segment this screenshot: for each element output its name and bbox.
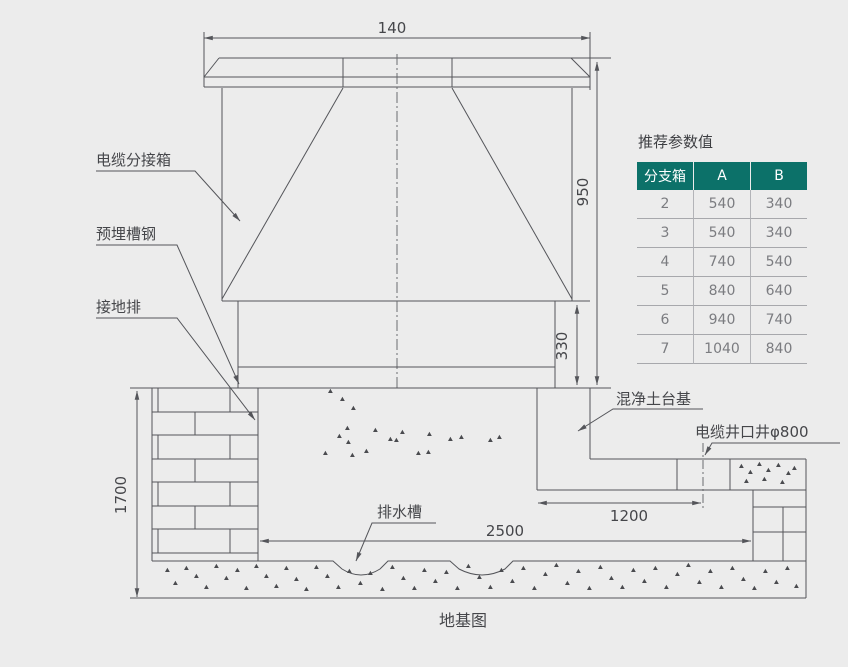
table-cell: 540 (693, 190, 750, 219)
table-cell: 6 (637, 306, 693, 335)
table-cell: 340 (750, 190, 807, 219)
gravel-scatter-texture (165, 461, 799, 591)
table-cell: 340 (750, 219, 807, 248)
table-cell: 5 (637, 277, 693, 306)
leader-lines (96, 170, 840, 562)
left-brick-wall (151, 388, 259, 561)
table-header-b: B (750, 162, 807, 190)
dim-pit-width: 2500 (486, 522, 524, 540)
table-cell: 2 (637, 190, 693, 219)
table-cell: 540 (750, 248, 807, 277)
label-drain-channel: 排水槽 (377, 503, 422, 521)
pit-scatter-texture (323, 388, 502, 457)
diagram-caption: 地基图 (439, 611, 487, 630)
cable-box-body (221, 87, 590, 302)
table-cell: 740 (693, 248, 750, 277)
parameter-table-grid: 分支箱 A B 2 540 340 3 540 340 4 740 540 5 … (637, 162, 807, 364)
gravel-top-line (152, 560, 806, 576)
table-cell: 740 (750, 306, 807, 335)
dim-box-height: 950 (574, 178, 592, 207)
table-cell: 540 (693, 219, 750, 248)
label-concrete-platform: 混净土台基 (616, 390, 691, 408)
plinth (237, 301, 556, 388)
right-brick-wall (752, 490, 806, 561)
cable-box-roof (203, 32, 611, 90)
dim-pit-depth: 1700 (112, 476, 130, 514)
dim-plinth-height: 330 (553, 332, 571, 361)
label-cable-well: 电缆井口井φ800 (695, 423, 809, 441)
label-cable-box: 电缆分接箱 (96, 151, 171, 169)
table-cell: 4 (637, 248, 693, 277)
table-cell: 940 (693, 306, 750, 335)
dimension-lines (134, 35, 752, 598)
label-embedded-channel-steel: 预埋槽钢 (96, 225, 156, 243)
dim-step-width: 1200 (610, 507, 648, 525)
table-cell: 640 (750, 277, 807, 306)
label-grounding-bar: 接地排 (96, 298, 141, 316)
table-cell: 840 (750, 335, 807, 364)
parameter-table: 推荐参数值 分支箱 A B 2 540 340 3 540 340 4 740 … (637, 131, 807, 364)
table-header-a: A (693, 162, 750, 190)
parameter-table-title: 推荐参数值 (638, 133, 714, 151)
table-cell: 1040 (693, 335, 750, 364)
table-cell: 840 (693, 277, 750, 306)
dim-top-width: 140 (378, 19, 407, 37)
table-header-branch-box: 分支箱 (637, 162, 693, 190)
table-cell: 7 (637, 335, 693, 364)
concrete-step (536, 388, 807, 598)
table-cell: 3 (637, 219, 693, 248)
